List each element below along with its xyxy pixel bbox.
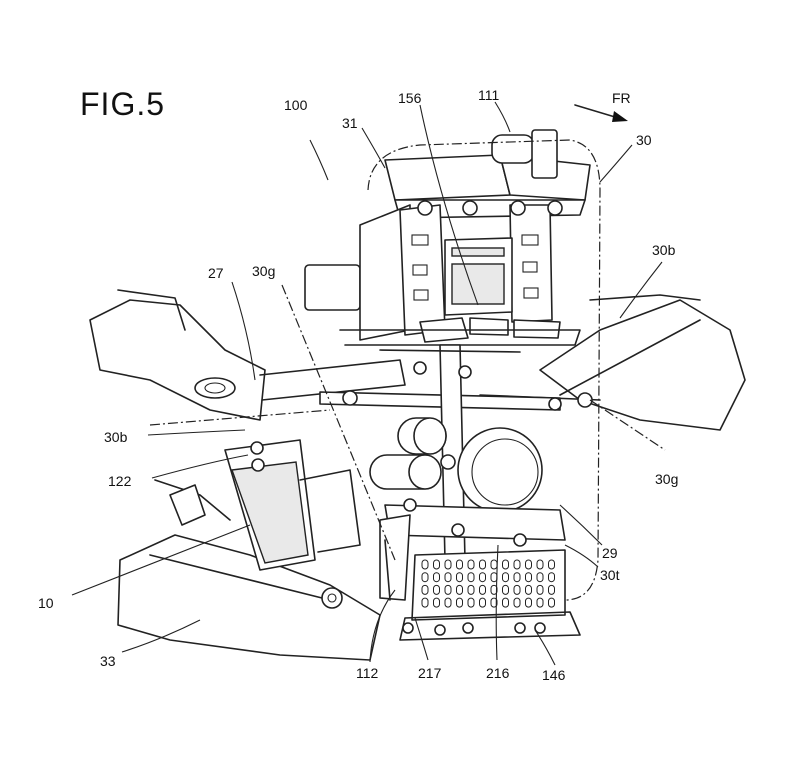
grille-slot [434, 598, 440, 607]
label-146: 146 [542, 667, 566, 683]
grille-slot [537, 598, 543, 607]
label-30t: 30t [600, 567, 620, 583]
grille-slot [549, 585, 555, 594]
label-27: 27 [208, 265, 224, 281]
grille-slot [445, 598, 451, 607]
grille-slot [422, 585, 428, 594]
grille-slot [422, 598, 428, 607]
grille-slot [514, 573, 520, 582]
grille-slot [526, 573, 532, 582]
grille-slot [468, 598, 474, 607]
front-fork [225, 440, 360, 570]
grille-slot [480, 598, 486, 607]
grille-slot [537, 585, 543, 594]
grille-slot [468, 573, 474, 582]
label-217: 217 [418, 665, 442, 681]
grille-slot [445, 560, 451, 569]
grille-slot [537, 573, 543, 582]
grille-slot [457, 560, 463, 569]
grille-slot [526, 560, 532, 569]
grille-slot [480, 560, 486, 569]
grille-slot [503, 573, 509, 582]
side-cowl [118, 535, 380, 660]
label-156: 156 [398, 90, 422, 106]
grille-slot [445, 585, 451, 594]
grille-slot [549, 573, 555, 582]
grille-slot [503, 598, 509, 607]
label-30: 30 [636, 132, 652, 148]
grille-slot [549, 560, 555, 569]
grille-slot [434, 560, 440, 569]
cylinders [370, 418, 446, 489]
label-30g-left: 30g [252, 263, 275, 279]
grille-slot [514, 560, 520, 569]
grille-slot [468, 560, 474, 569]
label-112: 112 [356, 665, 379, 681]
grille-slot [480, 573, 486, 582]
grille-216 [400, 550, 580, 640]
label-30b-right: 30b [652, 242, 676, 258]
grille-slot [434, 585, 440, 594]
grille-slot [457, 573, 463, 582]
label-30g-right: 30g [655, 471, 678, 487]
grille-slot [457, 598, 463, 607]
label-10: 10 [38, 595, 54, 611]
grille-slot [549, 598, 555, 607]
grille-slot [537, 560, 543, 569]
label-33: 33 [100, 653, 116, 669]
label-122: 122 [108, 473, 132, 489]
grille-slot [514, 585, 520, 594]
label-31: 31 [342, 115, 358, 131]
grille-slot [491, 560, 497, 569]
grille-slot [514, 598, 520, 607]
grille-slot [480, 585, 486, 594]
grille-slot [422, 573, 428, 582]
grille-slot [457, 585, 463, 594]
label-30b-left: 30b [104, 429, 128, 445]
meter-unit [305, 130, 590, 345]
grille-slot [503, 560, 509, 569]
grille-slot [503, 585, 509, 594]
grille-slot [491, 573, 497, 582]
fr-arrow [575, 105, 628, 122]
grille-slot [468, 585, 474, 594]
grille-slot [526, 598, 532, 607]
label-100: 100 [284, 97, 308, 113]
grille-slot [526, 585, 532, 594]
label-29: 29 [602, 545, 618, 561]
grille-slot [445, 573, 451, 582]
grille-slot [434, 573, 440, 582]
grille-slot [422, 560, 428, 569]
label-216: 216 [486, 665, 510, 681]
label-111: 111 [478, 87, 499, 103]
label-fr: FR [612, 90, 631, 106]
